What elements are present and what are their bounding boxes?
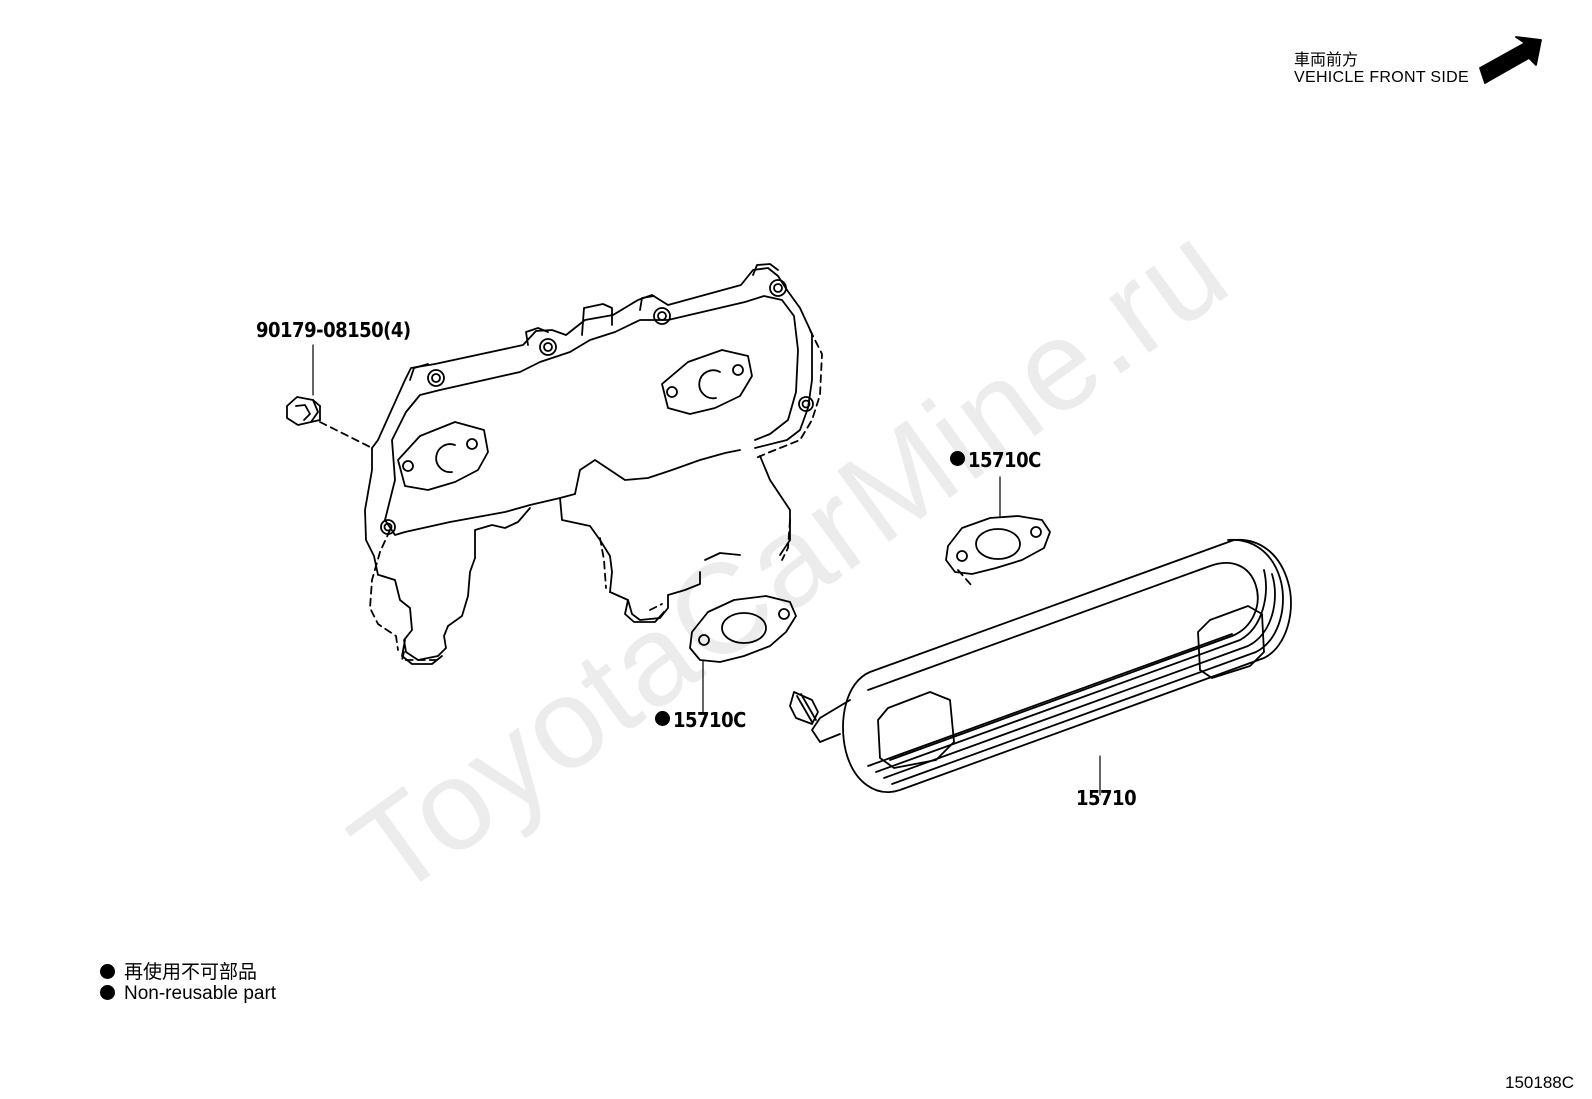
oil-cooler-cover xyxy=(364,263,814,665)
gasket-upper xyxy=(945,476,1051,575)
bolt-leader-line xyxy=(319,421,373,449)
part-label-gasket-upper[interactable]: 15710C xyxy=(950,448,1041,472)
illustration-code: 150188C xyxy=(1505,1073,1575,1092)
oil-cooler xyxy=(789,539,1292,796)
non-reusable-dot-icon xyxy=(950,451,965,466)
filled-dot-icon xyxy=(100,985,115,1000)
gasket-lower xyxy=(689,595,797,713)
gasket-upper-code: 15710C xyxy=(968,448,1041,472)
legend-en: Non-reusable part xyxy=(100,983,276,1005)
part-label-gasket-lower[interactable]: 15710C xyxy=(655,708,746,732)
filled-dot-icon xyxy=(100,964,115,979)
direction-label-jp: 車両前方 xyxy=(1294,50,1359,69)
gasket-lower-code: 15710C xyxy=(673,708,746,732)
non-reusable-dot-icon xyxy=(655,711,670,726)
vehicle-front-arrow-icon xyxy=(1479,36,1542,84)
direction-label-en: VEHICLE FRONT SIDE xyxy=(1294,69,1469,86)
legend-jp: 再使用不可部品 xyxy=(100,957,257,984)
bolt-icon xyxy=(286,344,321,426)
part-label-bolt[interactable]: 90179-08150(4) xyxy=(256,318,411,342)
part-label-cooler[interactable]: 15710 xyxy=(1076,786,1137,810)
